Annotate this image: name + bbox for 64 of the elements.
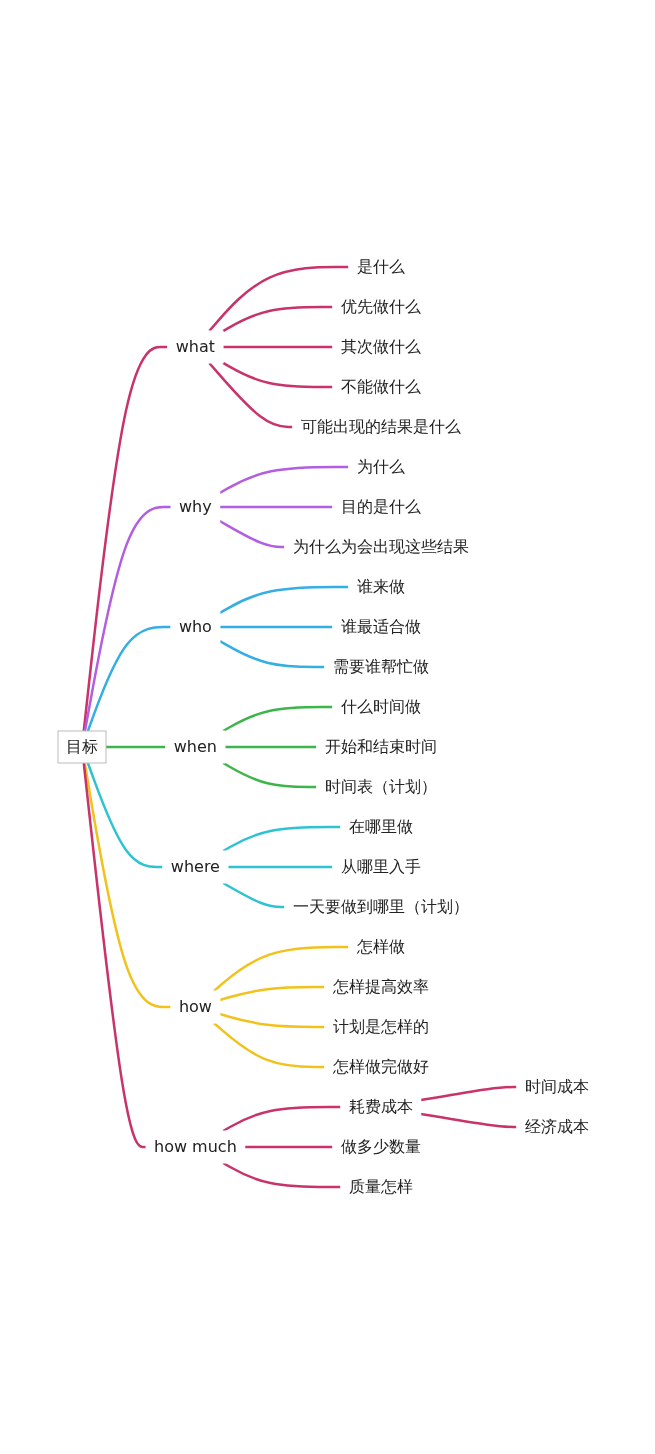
- node-text: 怎样做完做好: [332, 1057, 429, 1076]
- node-text: 做多少数量: [340, 1137, 421, 1156]
- node-text: how much: [154, 1137, 237, 1156]
- connector: [420, 1085, 517, 1102]
- node-text: 是什么: [356, 257, 405, 276]
- connector: [222, 361, 333, 389]
- node-text: 一天要做到哪里（计划）: [292, 897, 469, 916]
- node-box: 目标: [57, 730, 107, 764]
- node-text: 开始和结束时间: [324, 737, 437, 756]
- node-text: 怎样做: [356, 937, 405, 956]
- node-text: who: [178, 617, 212, 636]
- node-text: 计划是怎样的: [332, 1017, 429, 1036]
- connector: [222, 761, 317, 789]
- node-text: 其次做什么: [340, 337, 421, 356]
- node-text: 谁最适合做: [340, 617, 421, 636]
- node-text: 目的是什么: [340, 497, 421, 516]
- node-text: where: [170, 857, 221, 876]
- connector: [225, 745, 317, 749]
- node-text: 时间表（计划）: [324, 777, 437, 796]
- connector: [86, 625, 171, 732]
- node-text: 怎样提高效率: [332, 977, 429, 996]
- node-text: when: [173, 737, 218, 756]
- connector: [83, 762, 171, 1009]
- connector: [106, 745, 166, 749]
- node-text: 质量怎样: [348, 1177, 413, 1196]
- connector: [82, 345, 168, 732]
- connector: [420, 1112, 517, 1129]
- connector: [244, 1145, 333, 1149]
- node-text: 从哪里入手: [340, 857, 421, 876]
- node-text: 在哪里做: [348, 817, 413, 836]
- connector: [222, 881, 285, 909]
- node-text: 时间成本: [524, 1077, 589, 1096]
- connector: [82, 762, 147, 1149]
- connector: [219, 465, 349, 495]
- connector: [219, 985, 325, 1002]
- connector: [213, 945, 349, 992]
- connector: [219, 505, 333, 509]
- connector: [220, 625, 333, 629]
- connector: [222, 1105, 341, 1133]
- connector: [222, 305, 333, 333]
- connector: [223, 345, 333, 349]
- node-text: why: [179, 497, 212, 516]
- connector: [222, 705, 333, 733]
- node-text: 不能做什么: [340, 377, 421, 396]
- node-text: 为什么: [356, 457, 405, 476]
- connector: [228, 865, 333, 869]
- connector: [208, 362, 293, 429]
- connector: [86, 762, 163, 869]
- node-text: 优先做什么: [340, 297, 421, 316]
- node-text: 经济成本: [524, 1117, 589, 1136]
- connector: [83, 505, 172, 732]
- connector: [219, 1012, 325, 1029]
- connector: [219, 640, 325, 669]
- connector: [208, 265, 349, 332]
- connector: [222, 825, 341, 853]
- node-text: 为什么为会出现这些结果: [292, 537, 469, 556]
- node-text: 需要谁帮忙做: [332, 657, 429, 676]
- connector: [219, 585, 349, 614]
- node-text: 可能出现的结果是什么: [300, 417, 461, 436]
- connector: [219, 519, 285, 549]
- node-text: 谁来做: [356, 577, 405, 596]
- connector: [213, 1022, 325, 1069]
- node-text: 耗费成本: [348, 1097, 413, 1116]
- node-text: 什么时间做: [340, 697, 421, 716]
